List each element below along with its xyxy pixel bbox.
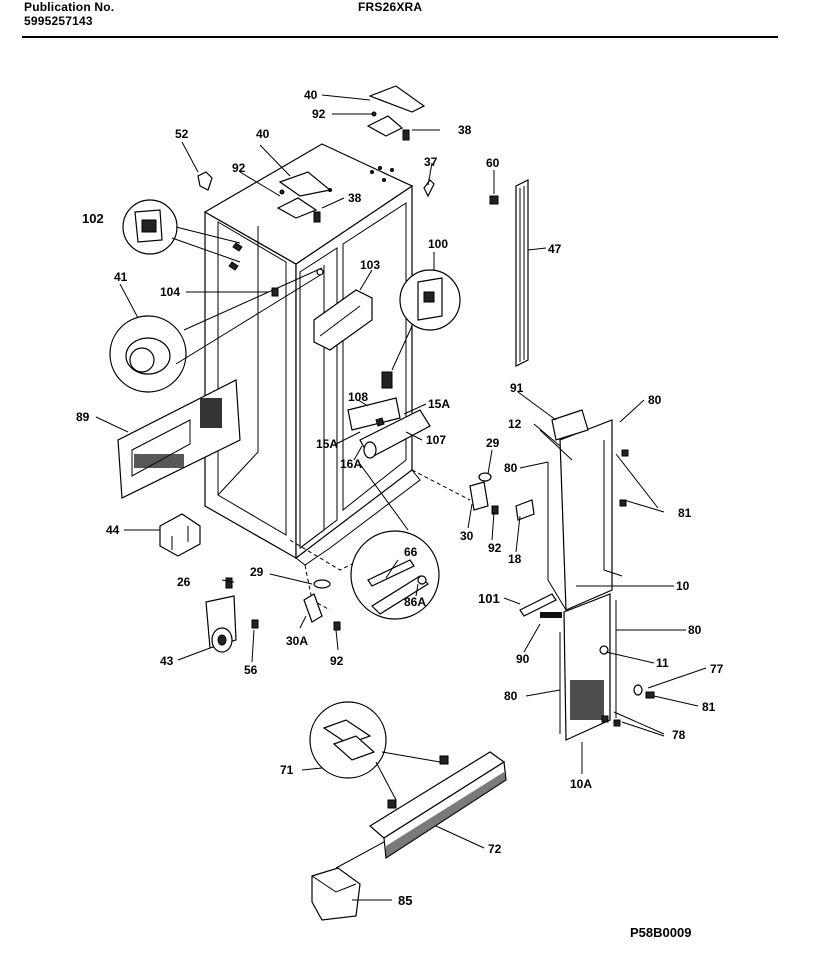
callout-11: 11 bbox=[656, 656, 669, 670]
callout-15A: 15A bbox=[316, 437, 338, 451]
callout-52: 52 bbox=[175, 127, 189, 141]
top-hinge-upper bbox=[366, 85, 426, 141]
publication-number: 5995257143 bbox=[24, 14, 93, 28]
callout-92: 92 bbox=[232, 161, 246, 175]
callout-108: 108 bbox=[348, 390, 368, 404]
callout-80-right: 80 bbox=[688, 623, 702, 637]
callout-16A: 16A bbox=[340, 457, 362, 471]
header-rule bbox=[22, 36, 778, 38]
callout-66: 66 bbox=[404, 545, 418, 559]
part-104 bbox=[271, 287, 279, 297]
callout-40-top: 40 bbox=[304, 88, 318, 102]
callout-38: 38 bbox=[348, 191, 362, 205]
callout-43: 43 bbox=[160, 654, 174, 668]
model-number: FRS26XRA bbox=[358, 0, 423, 14]
callout-12: 12 bbox=[508, 417, 522, 431]
callout-26: 26 bbox=[177, 575, 191, 589]
callout-77: 77 bbox=[710, 662, 724, 676]
part-30A bbox=[303, 579, 341, 631]
callout-100: 100 bbox=[428, 237, 448, 251]
detail-circle-71 bbox=[309, 701, 449, 809]
callout-92-top: 92 bbox=[312, 107, 326, 121]
leader-lines bbox=[95, 94, 707, 901]
callout-29-left: 29 bbox=[250, 565, 264, 579]
callout-56: 56 bbox=[244, 663, 258, 677]
callout-37: 37 bbox=[424, 155, 438, 169]
callout-102: 102 bbox=[82, 211, 104, 226]
top-hinge-lower bbox=[276, 171, 332, 223]
callout-80-left: 80 bbox=[504, 689, 518, 703]
callout-10: 10 bbox=[676, 579, 690, 593]
callout-80-mid: 80 bbox=[504, 461, 518, 475]
cabinet-hole bbox=[316, 268, 324, 276]
part-52 bbox=[197, 171, 213, 191]
part-47-channel bbox=[515, 179, 529, 367]
callout-15A-top: 15A bbox=[428, 397, 450, 411]
callout-78: 78 bbox=[672, 728, 686, 742]
callout-41: 41 bbox=[114, 270, 128, 284]
callout-89: 89 bbox=[76, 410, 90, 424]
callout-107: 107 bbox=[426, 433, 446, 447]
callout-labels: 40 92 38 52 40 37 60 92 38 102 100 47 41… bbox=[76, 88, 724, 908]
part-108-107 bbox=[347, 397, 431, 459]
callout-81: 81 bbox=[702, 700, 716, 714]
callout-81-top: 81 bbox=[678, 506, 692, 520]
callout-18: 18 bbox=[508, 552, 522, 566]
part-103 bbox=[313, 289, 373, 351]
detail-circle-41 bbox=[109, 267, 323, 393]
callout-47: 47 bbox=[548, 242, 562, 256]
part-30 bbox=[469, 472, 535, 521]
door-assembly bbox=[519, 409, 655, 741]
callout-92-right: 92 bbox=[488, 541, 502, 555]
callout-30A: 30A bbox=[286, 634, 308, 648]
part-85 bbox=[311, 867, 361, 921]
diagram-code: P58B0009 bbox=[630, 925, 692, 940]
callout-91: 91 bbox=[510, 381, 524, 395]
part-44 bbox=[159, 513, 201, 557]
detail-circle-102 bbox=[122, 199, 243, 271]
callout-40: 40 bbox=[256, 127, 270, 141]
callout-92-bottom: 92 bbox=[330, 654, 344, 668]
callout-101: 101 bbox=[478, 591, 500, 606]
detail-circle-66 bbox=[350, 463, 440, 620]
callout-29-right: 29 bbox=[486, 436, 500, 450]
callout-30: 30 bbox=[460, 529, 474, 543]
cabinet bbox=[203, 143, 471, 611]
part-37 bbox=[423, 179, 435, 198]
callout-80-top: 80 bbox=[648, 393, 662, 407]
callout-86A: 86A bbox=[404, 595, 426, 609]
part-89-panel bbox=[117, 379, 241, 499]
callout-38-top: 38 bbox=[458, 123, 472, 137]
callout-44: 44 bbox=[106, 523, 120, 537]
callout-10A: 10A bbox=[570, 777, 592, 791]
callout-103: 103 bbox=[360, 258, 380, 272]
part-72-grille bbox=[368, 751, 507, 860]
callout-60: 60 bbox=[486, 156, 500, 170]
callout-104: 104 bbox=[160, 285, 180, 299]
callout-85: 85 bbox=[398, 893, 412, 908]
part-43-roller bbox=[205, 577, 259, 653]
part-60-screw bbox=[489, 195, 499, 205]
callout-71: 71 bbox=[280, 763, 294, 777]
detail-circle-100 bbox=[381, 269, 461, 389]
callout-72: 72 bbox=[488, 842, 502, 856]
callout-90: 90 bbox=[516, 652, 530, 666]
publication-label: Publication No. bbox=[24, 0, 115, 14]
